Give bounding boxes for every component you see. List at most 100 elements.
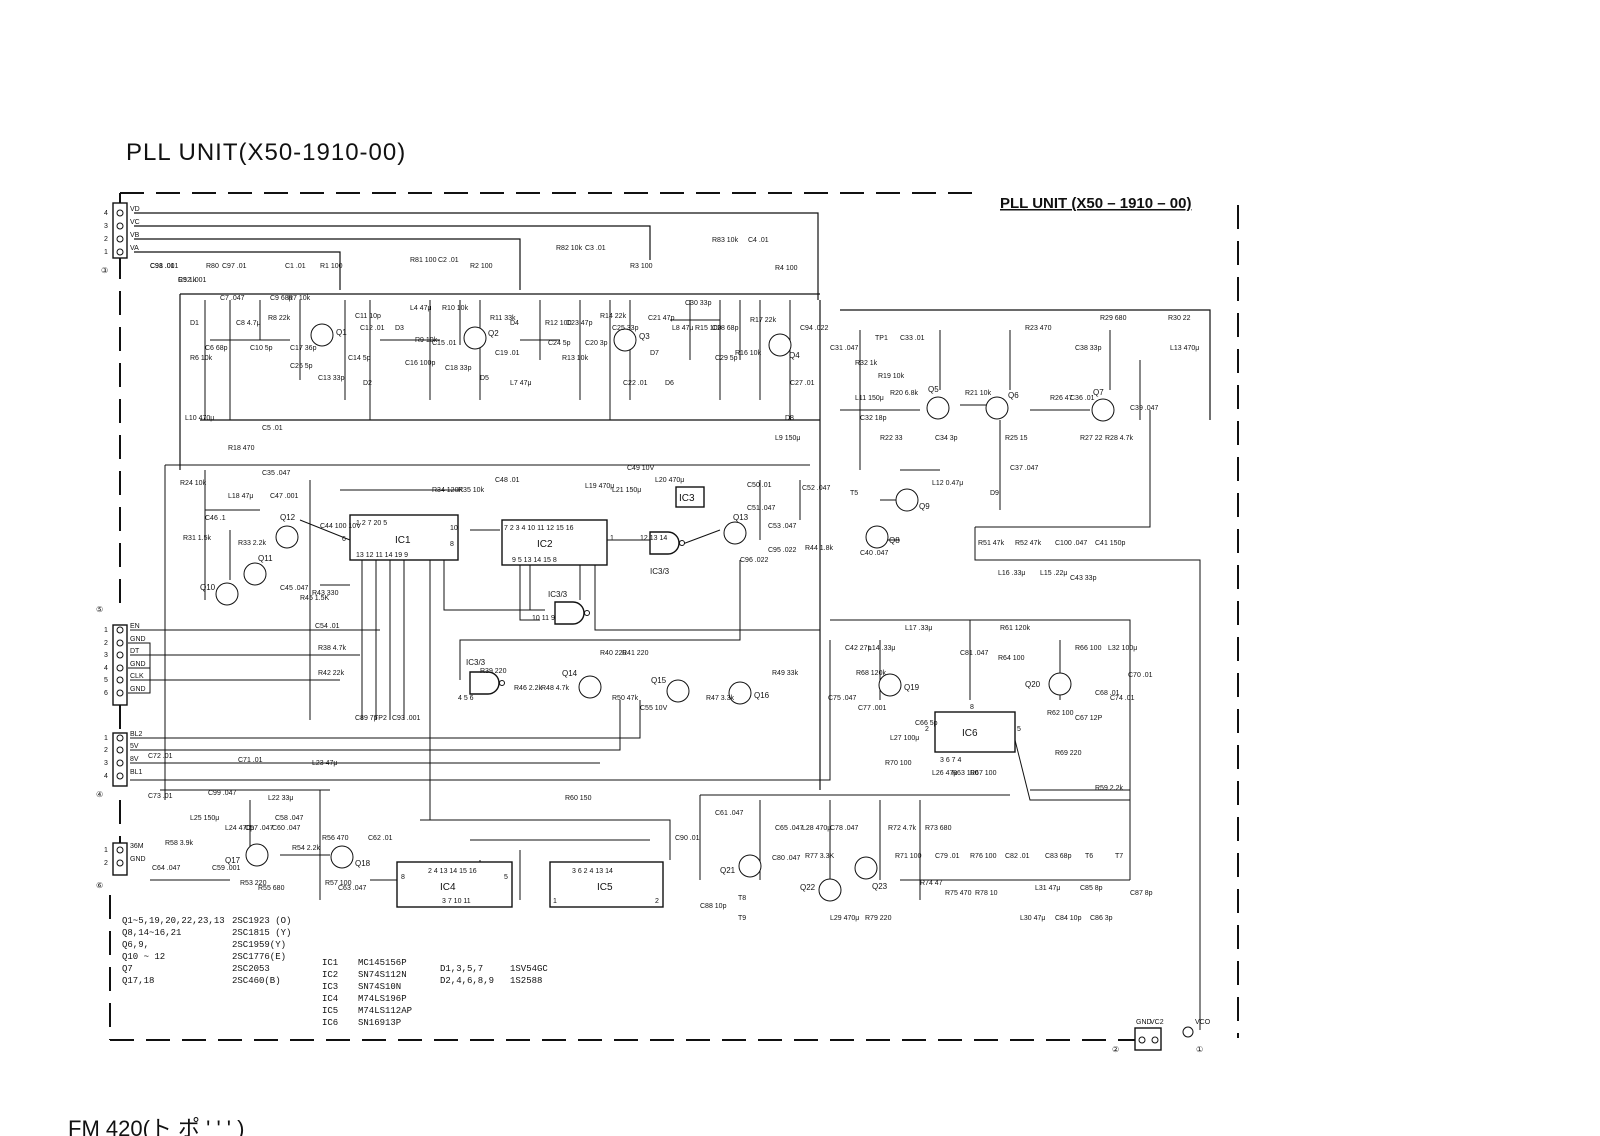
component-label: R58 3.9k [165, 840, 194, 847]
component-label: C84 10p [1055, 915, 1082, 922]
component-label: R4 100 [775, 265, 798, 272]
svg-text:Q23: Q23 [872, 882, 888, 891]
component-label: R54 2.2k [292, 845, 321, 852]
component-label: L16 .33μ [998, 570, 1025, 577]
svg-text:BL1: BL1 [130, 769, 143, 776]
svg-text:4 5 6: 4 5 6 [458, 695, 474, 702]
component-label: R67 100 [970, 770, 997, 777]
component-label: R43 330 [312, 590, 339, 597]
component-label: C52 .047 [802, 485, 831, 492]
component-label: R24 10k [180, 480, 207, 487]
svg-text:Q13: Q13 [733, 513, 749, 522]
component-label: C66 5p [915, 720, 938, 727]
component-label: R80 [206, 263, 219, 270]
component-label: R78 10 [975, 890, 998, 897]
transistor-q22 [818, 878, 842, 902]
component-label: C47 .001 [270, 493, 299, 500]
component-label: C17 36p [290, 345, 317, 352]
svg-text:Q14: Q14 [562, 669, 578, 678]
svg-text:⑥: ⑥ [96, 881, 103, 890]
component-label: TP1 [875, 335, 888, 342]
transistor-q1 [310, 323, 334, 347]
component-label: C64 .047 [152, 865, 181, 872]
svg-text:GND: GND [130, 636, 146, 643]
component-label: R9 10k [415, 337, 438, 344]
svg-text:CLK: CLK [130, 673, 144, 680]
svg-text:GND: GND [130, 686, 146, 693]
component-label: R19 10k [878, 373, 905, 380]
svg-text:8: 8 [970, 704, 974, 711]
gate-ic3-c: IC3/3 4 5 6 [458, 658, 505, 702]
svg-text:Q2: Q2 [488, 329, 499, 338]
component-label: R1 100 [320, 263, 343, 270]
component-label: C71 .01 [238, 757, 263, 764]
component-label: R28 4.7k [1105, 435, 1134, 442]
component-label: L4 47μ [410, 305, 432, 312]
component-label: C54 .01 [315, 623, 340, 630]
component-label: R46 2.2k [514, 685, 543, 692]
component-label: D1 [190, 320, 199, 327]
component-label: C89 7p [355, 715, 378, 722]
component-label: R32 1k [855, 360, 878, 367]
transistor-q3 [613, 328, 637, 352]
svg-text:IC1: IC1 [395, 535, 411, 546]
gate-ic3-b: IC3/3 10 11 9 [532, 590, 590, 625]
svg-text:1: 1 [104, 847, 108, 854]
component-label: L29 470μ [830, 915, 859, 922]
svg-text:1SV54GC: 1SV54GC [510, 964, 548, 974]
svg-text:10 11 9: 10 11 9 [532, 615, 555, 622]
svg-text:IC6: IC6 [962, 728, 978, 739]
component-label: D9 [990, 490, 999, 497]
svg-text:Q16: Q16 [754, 691, 770, 700]
svg-text:IC3/3: IC3/3 [650, 567, 670, 576]
svg-text:3 6 7 4: 3 6 7 4 [940, 757, 962, 764]
svg-text:1 2 7 20 5: 1 2 7 20 5 [356, 520, 387, 527]
svg-text:1: 1 [610, 535, 614, 542]
component-label: C21 47p [648, 315, 675, 322]
svg-text:SN74S10N: SN74S10N [358, 982, 401, 992]
component-label: C25 33p [612, 325, 639, 332]
component-label: C42 27p [845, 645, 872, 652]
component-label: R34 120K [432, 487, 463, 494]
component-label: C62 .01 [368, 835, 393, 842]
svg-text:IC5: IC5 [597, 882, 613, 893]
svg-text:Q22: Q22 [800, 883, 816, 892]
component-label: R3 100 [630, 263, 653, 270]
component-label: C20 3p [585, 340, 608, 347]
component-label: C18 33p [445, 365, 472, 372]
component-label: D4 [510, 320, 519, 327]
transistor-q10 [215, 582, 239, 606]
component-label: R33 2.2k [238, 540, 267, 547]
svg-text:4: 4 [104, 773, 108, 780]
component-label: R61 120k [1000, 625, 1030, 632]
svg-text:①: ① [1196, 1045, 1203, 1054]
ic1: IC1 1 2 7 20 5 13 12 11 14 19 9 6 10 8 [342, 514, 459, 561]
svg-text:D1,3,5,7: D1,3,5,7 [440, 964, 483, 974]
svg-text:M74LS112AP: M74LS112AP [358, 1006, 412, 1016]
component-label: R42 22k [318, 670, 345, 677]
svg-text:VB: VB [130, 232, 140, 239]
connector-5: 1 2 3 4 5 6 EN GND DT GND CLK GND ⑤ [96, 605, 151, 706]
component-label: L24 470μ [225, 825, 254, 832]
component-label: L8 47μ [672, 325, 694, 332]
svg-text:3: 3 [104, 760, 108, 767]
component-label: L13 470μ [1170, 345, 1199, 352]
svg-text:IC2: IC2 [537, 539, 553, 550]
svg-text:Q6: Q6 [1008, 391, 1019, 400]
component-label: C40 .047 [860, 550, 889, 557]
component-label: C48 .01 [495, 477, 520, 484]
component-label: C65 .047 [775, 825, 804, 832]
svg-text:8V: 8V [130, 756, 139, 763]
component-label: C8 4.7μ [236, 320, 261, 327]
component-label: D6 [665, 380, 674, 387]
component-label: C23 47p [566, 320, 593, 327]
svg-text:3: 3 [104, 223, 108, 230]
component-label: C50 .01 [747, 482, 772, 489]
component-label: C36 .01 [1070, 395, 1095, 402]
component-label: C7 .047 [220, 295, 245, 302]
component-label: D2 [363, 380, 372, 387]
transistor-q20 [1048, 672, 1072, 696]
svg-text:Q7: Q7 [1093, 388, 1104, 397]
